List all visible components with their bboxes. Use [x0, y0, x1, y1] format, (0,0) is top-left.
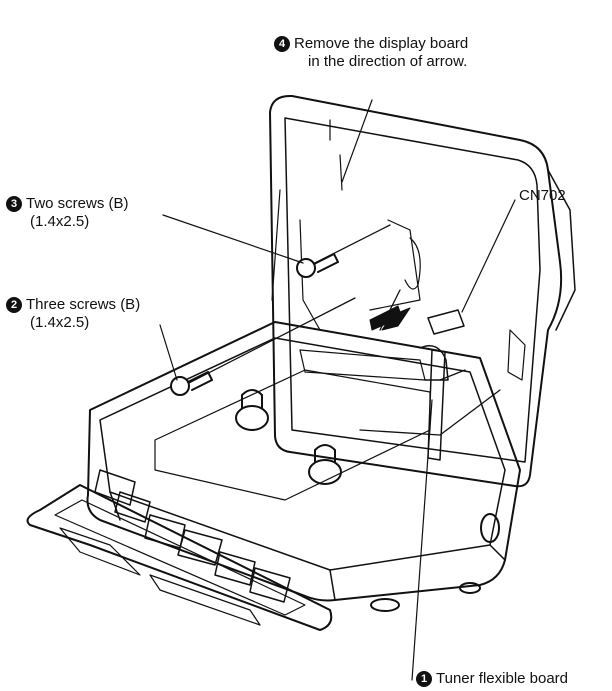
screw-step3 [296, 253, 339, 278]
removal-arrow [369, 305, 411, 331]
callout-cn702: CN702 [519, 187, 566, 205]
step3-line1: Two screws (B) [26, 195, 129, 212]
screw-step2 [170, 371, 213, 396]
cn702-label: CN702 [519, 187, 566, 204]
step4-line1: Remove the display board [294, 35, 469, 52]
step-1-badge: 1 [416, 671, 432, 687]
lid [269, 94, 576, 488]
step2-line1: Three screws (B) [26, 296, 141, 313]
step1-line1: Tuner flexible board [436, 670, 569, 687]
step2-line2: (1.4x2.5) [30, 314, 90, 331]
step-3-badge: 3 [6, 196, 22, 212]
leader-lines [159, 99, 516, 681]
cn702-connector [427, 309, 465, 335]
step-2-badge: 2 [6, 297, 22, 313]
step4-line2: in the direction of arrow. [308, 53, 468, 70]
step-4-badge: 4 [274, 36, 290, 52]
front-flap [26, 484, 333, 631]
step3-line2: (1.4x2.5) [30, 213, 90, 230]
tuner-flexible-board [427, 349, 446, 461]
